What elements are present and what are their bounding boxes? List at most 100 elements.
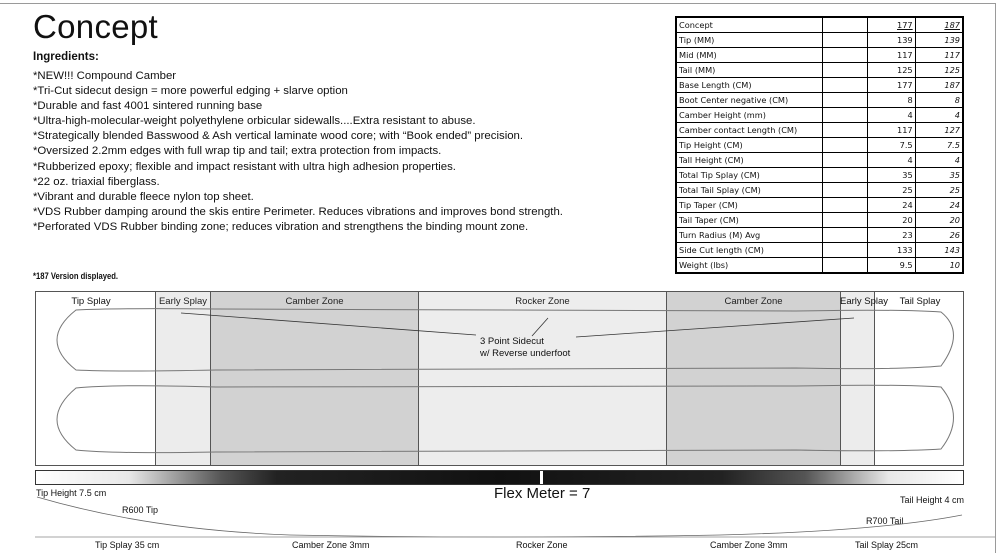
sidecut-line-1: 3 Point Sidecut (480, 336, 544, 347)
feature-item: *Perforated VDS Rubber binding zone; red… (33, 220, 529, 233)
sidecut-leader-right (575, 317, 855, 338)
rocker-zone: Rocker Zone (418, 292, 666, 465)
ski-outline-bottom (56, 384, 954, 454)
spec-blank-cell (822, 16, 869, 33)
spec-blank-cell (822, 107, 869, 123)
spec-blank-cell (822, 92, 869, 108)
tail-splay-label: Tail Splay (899, 296, 941, 307)
spec-value-187: 8 (914, 92, 964, 108)
r700-tail-label: R700 Tail (866, 516, 904, 526)
feature-item: *22 oz. triaxial fiberglass. (33, 175, 160, 188)
profile-camber-right-label: Camber Zone 3mm (710, 540, 788, 550)
flex-meter-marker (540, 471, 543, 484)
feature-list: *NEW!!! Compound Camber *Tri-Cut sidecut… (33, 69, 563, 235)
feature-item: *VDS Rubber damping around the skis enti… (33, 205, 563, 218)
early-splay-label-right: Early Splay (840, 296, 889, 307)
spec-value-177: 117 (867, 122, 916, 138)
spec-blank-cell (822, 77, 869, 93)
spec-label: Tall Height (CM) (675, 152, 824, 168)
ski-profile-curve (36, 496, 963, 538)
spec-value-177: 133 (867, 242, 916, 258)
spec-value-187: 143 (914, 242, 964, 258)
ski-zone-diagram: Tip Splay Early Splay Camber Zone Rocker… (35, 291, 964, 466)
ingredients-heading: Ingredients: (33, 51, 99, 63)
camber-zone-label-right: Camber Zone (724, 296, 783, 307)
spec-label: Side Cut length (CM) (675, 242, 824, 258)
spec-blank-cell (822, 212, 869, 228)
spec-value-177: 9.5 (867, 257, 916, 274)
spec-value-187: 125 (914, 62, 964, 78)
spec-label: Tail Taper (CM) (675, 212, 824, 228)
spec-value-177: 125 (867, 62, 916, 78)
spec-value-187: 25 (914, 182, 964, 198)
profile-rocker-label: Rocker Zone (516, 540, 568, 550)
spec-blank-cell (822, 242, 869, 258)
tip-height-label: Tip Height 7.5 cm (36, 488, 107, 498)
spec-label: Weight (lbs) (675, 257, 824, 274)
sidecut-line-2: w/ Reverse underfoot (480, 348, 571, 359)
spec-value-177: 139 (867, 32, 916, 48)
version-note: *187 Version displayed. (33, 271, 119, 281)
feature-item: *Vibrant and durable fleece nylon top sh… (33, 190, 254, 203)
rocker-zone-label: Rocker Zone (515, 296, 570, 307)
spec-value-177: 23 (867, 227, 916, 243)
spec-label: Concept (675, 16, 824, 33)
spec-label: Tail (MM) (675, 62, 824, 78)
spec-value-177: 24 (867, 197, 916, 213)
spec-value-187: 26 (914, 227, 964, 243)
spec-label: Tip Taper (CM) (675, 197, 824, 213)
spec-blank-cell (822, 62, 869, 78)
spec-label: Camber Height (mm) (675, 107, 824, 123)
r600-tip-label: R600 Tip (122, 505, 159, 515)
early-splay-label-left: Early Splay (158, 296, 208, 307)
feature-item: *Durable and fast 4001 sintered running … (33, 100, 263, 113)
spec-blank-cell (822, 152, 869, 168)
flex-meter-label: Flex Meter = 7 (494, 485, 591, 502)
spec-blank-cell (822, 137, 869, 153)
spec-value-177: 20 (867, 212, 916, 228)
spec-value-187: 4 (914, 152, 964, 168)
profile-tip-splay-label: Tip Splay 35 cm (95, 540, 160, 550)
spec-value-177: 4 (867, 107, 916, 123)
feature-item: *NEW!!! Compound Camber (33, 70, 177, 82)
sidecut-annotation: 3 Point Sidecut w/ Reverse underfoot (480, 336, 570, 360)
spec-blank-cell (822, 257, 869, 274)
spec-value-177: 7.5 (867, 137, 916, 153)
spec-label: Turn Radius (M) Avg (675, 227, 824, 243)
spec-blank-cell (822, 182, 869, 198)
spec-value-177: 177 (867, 16, 916, 33)
spec-value-177: 4 (867, 152, 916, 168)
spec-label: Camber contact Length (CM) (675, 122, 824, 138)
spec-value-177: 8 (867, 92, 916, 108)
spec-blank-cell (822, 32, 869, 48)
spec-value-177: 177 (867, 77, 916, 93)
ski-outline-drawing (56, 308, 954, 454)
flex-meter-bar (35, 470, 964, 485)
spec-value-187: 187 (914, 77, 964, 93)
feature-item: *Oversized 2.2mm edges with full wrap ti… (33, 145, 442, 158)
spec-value-177: 117 (867, 47, 916, 63)
spec-value-187: 20 (914, 212, 964, 228)
tip-splay-label: Tip Splay (71, 296, 111, 307)
early-splay-zone-left: Early Splay (155, 292, 210, 465)
ski-profile-drawing (35, 496, 995, 538)
profile-camber-left-label: Camber Zone 3mm (292, 540, 370, 550)
spec-blank-cell (822, 197, 869, 213)
early-splay-zone-right (840, 292, 875, 465)
spec-value-177: 25 (867, 182, 916, 198)
spec-label: Total Tail Splay (CM) (675, 182, 824, 198)
